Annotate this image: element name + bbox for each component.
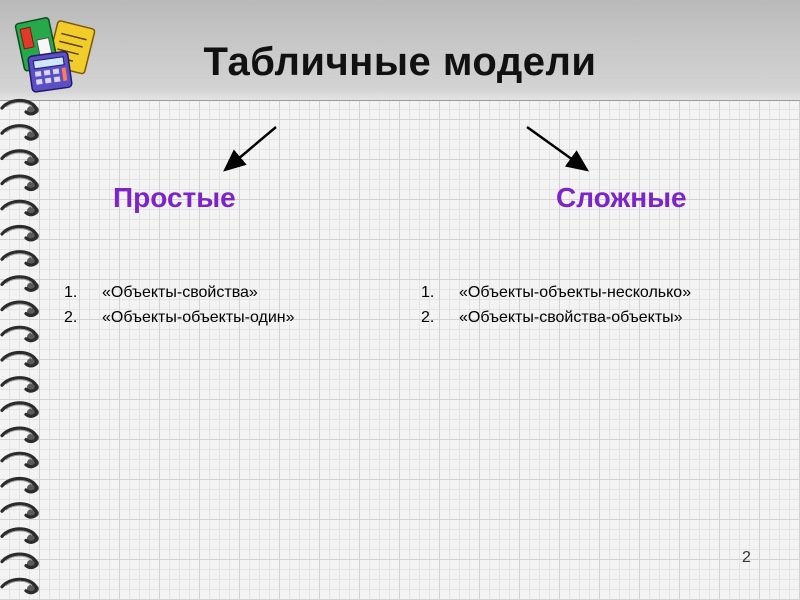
- spiral-ring-icon: [0, 174, 39, 192]
- spiral-ring-icon: [0, 552, 39, 570]
- page-title: Табличные модели: [203, 40, 597, 84]
- spiral-ring-icon: [0, 426, 39, 444]
- complex-models-list: 1. «Объекты-объекты-несколько» 2. «Объек…: [421, 280, 691, 330]
- simple-models-list: 1. «Объекты-свойства» 2. «Объекты-объект…: [64, 280, 295, 330]
- spiral-ring-icon: [0, 577, 39, 595]
- spiral-ring-icon: [0, 350, 39, 368]
- spiral-ring-icon: [0, 502, 39, 519]
- list-item-text: «Объекты-объекты-один»: [102, 309, 295, 326]
- spiral-ring-icon: [0, 250, 39, 267]
- spiral-ring-icon: [0, 98, 39, 116]
- spiral-ring-icon: [0, 124, 39, 141]
- arrow-down-left-icon: [223, 126, 277, 172]
- spiral-ring-icon: [0, 451, 39, 469]
- spiral-ring-icon: [0, 527, 39, 544]
- list-item-text: «Объекты-объекты-несколько»: [459, 284, 692, 301]
- list-item-number: 2.: [421, 309, 435, 326]
- spiral-ring-icon: [0, 199, 39, 217]
- spiral-binding-icon: [0, 98, 39, 595]
- spiral-ring-icon: [0, 224, 39, 242]
- list-item-number: 2.: [64, 309, 78, 326]
- list-item-text: «Объекты-свойства-объекты»: [459, 309, 683, 326]
- spiral-ring-icon: [0, 476, 39, 494]
- spiral-ring-icon: [0, 376, 39, 393]
- spiral-ring-icon: [0, 401, 39, 418]
- list-item: 2. «Объекты-объекты-один»: [64, 305, 295, 330]
- spiral-ring-icon: [0, 149, 39, 166]
- books-and-calculator-icon: [14, 17, 96, 93]
- spiral-ring-icon: [0, 300, 39, 318]
- header-band: [0, 0, 800, 101]
- page-number: 2: [742, 549, 751, 566]
- list-item: 1. «Объекты-объекты-несколько»: [421, 280, 691, 305]
- category-complex-label: Сложные: [556, 182, 687, 213]
- list-item: 1. «Объекты-свойства»: [64, 280, 295, 305]
- spiral-ring-icon: [0, 325, 39, 343]
- category-simple-label: Простые: [113, 182, 236, 213]
- list-item-text: «Объекты-свойства»: [102, 284, 258, 301]
- spiral-ring-icon: [0, 275, 39, 292]
- list-item-number: 1.: [421, 284, 435, 301]
- arrow-down-right-icon: [526, 125, 590, 172]
- list-item: 2. «Объекты-свойства-объекты»: [421, 305, 691, 330]
- list-item-number: 1.: [64, 284, 78, 301]
